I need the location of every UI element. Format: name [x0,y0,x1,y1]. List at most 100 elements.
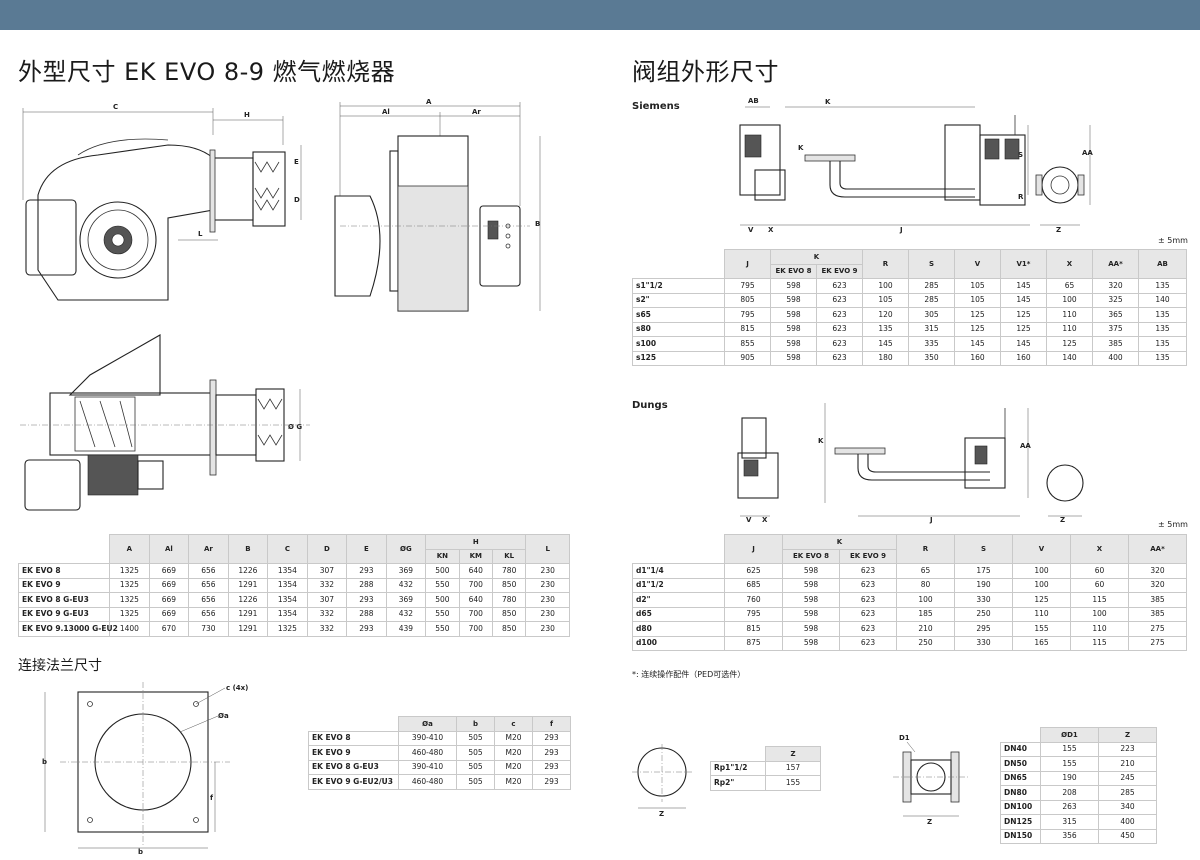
table-cell: 340 [1098,799,1157,815]
table-cell: 155 [1012,621,1071,637]
table-cell: 175 [954,563,1013,579]
burner-side-view-drawing: C H E D L [22,103,302,301]
table-cell: 505 [456,774,495,790]
row-label: DN40 [1000,741,1041,757]
rp-connection-table: Z Rp1"1/2 157 Rp2" 155 [710,746,821,791]
table-cell: 1226 [227,563,269,579]
table-cell: 145 [1000,278,1047,294]
table-cell: 669 [148,592,190,608]
table-cell: 110 [1046,321,1093,337]
col-header: Z [1098,727,1157,743]
table-cell: 795 [724,606,783,622]
table-cell: 1325 [109,563,150,579]
table-cell: 598 [770,292,817,308]
table-cell: 669 [148,577,190,593]
table-cell: 760 [724,592,783,608]
col-header: R [896,534,955,564]
table-cell: 623 [816,292,863,308]
table-cell: 115 [1070,635,1129,651]
table-cell: 320 [1128,577,1187,593]
row-label: d100 [632,635,725,651]
table-cell: 65 [896,563,955,579]
col-header: ØG [385,534,427,564]
table-cell: 1354 [267,592,308,608]
col-subheader: EK EVO 8 [770,263,817,279]
table-cell: 365 [1092,307,1139,323]
table-cell: 100 [1070,606,1129,622]
table-cell: 623 [839,606,897,622]
table-cell: 288 [346,577,387,593]
table-cell: 295 [954,621,1013,637]
table-cell: 669 [148,563,190,579]
table-cell: 145 [1000,336,1047,352]
row-label: s125 [632,350,725,366]
table-cell: 390-410 [398,730,457,746]
table-cell: 100 [1046,292,1093,308]
table-cell: 623 [816,350,863,366]
col-header: AA* [1092,249,1139,279]
dim-label-AA: AA [1082,149,1093,157]
row-label: s65 [632,307,725,323]
table-cell: 105 [954,292,1001,308]
table-cell: 623 [816,321,863,337]
col-header: X [1070,534,1129,564]
row-label: EK EVO 8 [17,563,111,579]
row-label: EK EVO 9 G-EU2/U3 [308,774,399,790]
table-cell: 293 [532,774,571,790]
table-cell: 125 [1012,592,1071,608]
table-cell: 145 [954,336,1001,352]
table-cell: 180 [862,350,909,366]
col-header: L [525,534,570,564]
row-label: d1"1/4 [632,563,725,579]
table-cell: 125 [954,307,1001,323]
table-cell: 293 [532,759,571,775]
table-cell: 623 [839,635,897,651]
dim-label-b-horizontal: b [138,848,143,856]
dim-label-E: E [294,158,299,166]
table-cell: 375 [1092,321,1139,337]
table-cell: 135 [1138,307,1187,323]
dim-label-X: X [768,226,774,234]
table-cell: 330 [954,592,1013,608]
table-cell: 780 [491,563,527,579]
table-cell: 145 [862,336,909,352]
table-cell: 905 [724,350,771,366]
siemens-label: Siemens [632,101,680,112]
table-cell: 805 [724,292,771,308]
dungs-valve-train-drawing: K AA V X J Z [737,403,1084,524]
table-cell: 1291 [227,577,269,593]
dim-label-K-dungs: K [818,437,824,445]
col-header: K [770,249,863,265]
row-label: DN80 [1000,785,1041,801]
dungs-dimensions-table: J K R S V X AA* EK EVO 8 EK EVO 9 d1"1/4… [632,534,1187,651]
table-cell: 65 [1046,278,1093,294]
table-cell: 598 [782,621,840,637]
row-label: EK EVO 8 G-EU3 [17,592,111,608]
table-cell: 598 [770,278,817,294]
table-cell: 1325 [109,606,150,622]
table-cell: 315 [1040,814,1099,830]
table-cell: 275 [1128,621,1187,637]
table-cell: 369 [385,592,427,608]
table-cell: 623 [839,592,897,608]
table-cell: 332 [306,577,348,593]
table-cell: 385 [1128,606,1187,622]
table-cell: 500 [425,563,460,579]
table-cell: M20 [494,774,533,790]
dim-label-V-dungs: V [746,516,752,524]
table-cell: 285 [908,292,955,308]
table-cell: 400 [1098,814,1157,830]
table-row: Rp2" 155 [710,775,821,791]
table-cell: 385 [1092,336,1139,352]
table-cell: 125 [1000,321,1047,337]
